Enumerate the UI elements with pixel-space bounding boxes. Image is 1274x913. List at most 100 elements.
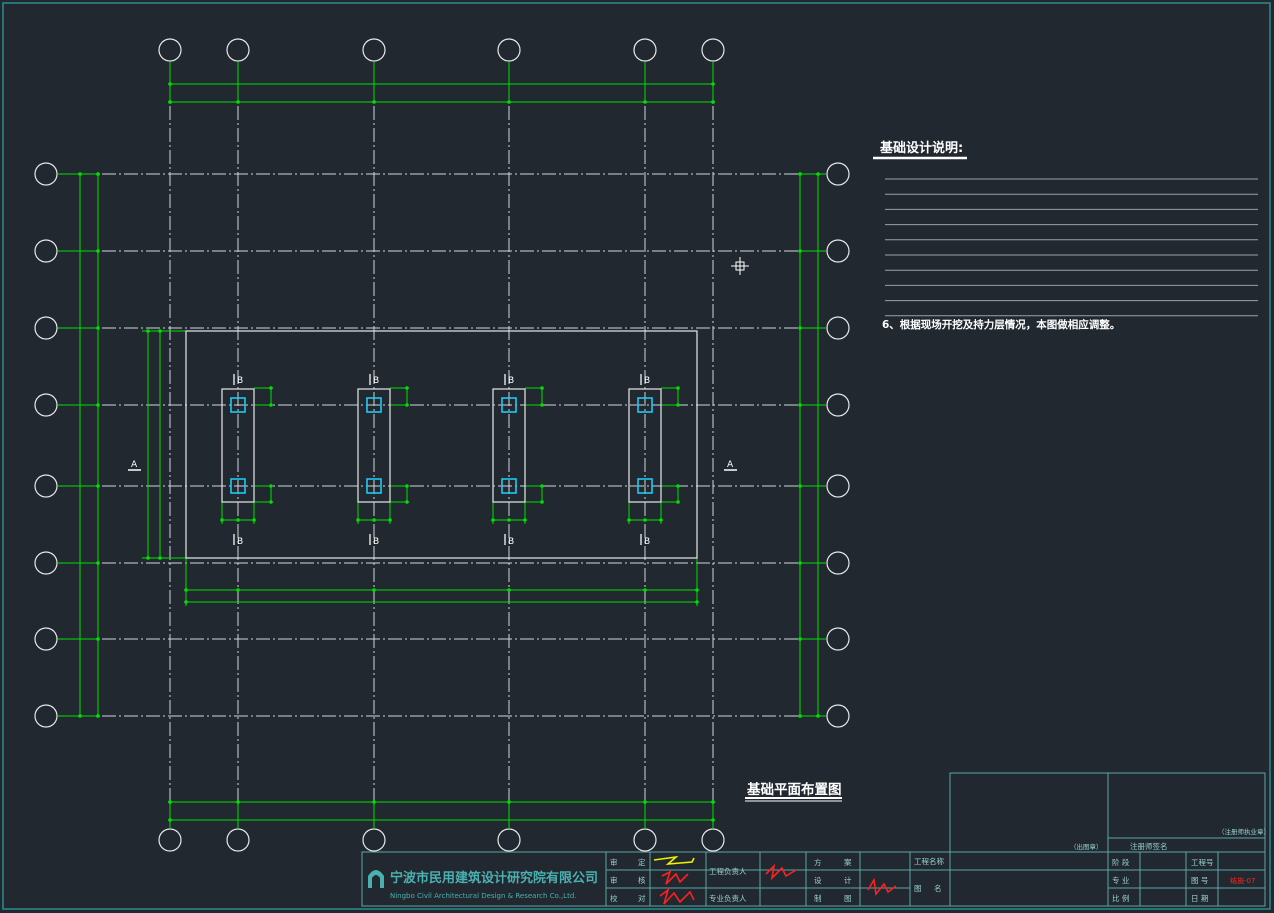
tb-approve-2: 定 bbox=[638, 857, 646, 867]
axis-bubble bbox=[826, 704, 850, 728]
column-square bbox=[637, 478, 653, 494]
tb-drawing-no: 图 号 bbox=[1191, 876, 1208, 885]
notes-title: 基础设计说明: bbox=[879, 140, 963, 156]
dimension-tick bbox=[676, 500, 680, 504]
dimension-tick bbox=[269, 484, 273, 488]
dimension-tick bbox=[540, 484, 544, 488]
strip-footing bbox=[357, 388, 391, 503]
dimension-tick bbox=[676, 484, 680, 488]
axis-bubble bbox=[226, 828, 250, 852]
company-name-cn: 宁波市民用建筑设计研究院有限公司 bbox=[390, 870, 598, 886]
crosshair-cursor-icon bbox=[731, 257, 749, 275]
section-b-label: B bbox=[644, 537, 650, 547]
axis-bubble bbox=[826, 162, 850, 186]
section-marks-a: A A bbox=[128, 460, 737, 471]
dimension-tick bbox=[540, 386, 544, 390]
dimension-tick bbox=[507, 588, 511, 592]
tb-project-name: 工程名称 bbox=[914, 856, 944, 866]
dimension-tick bbox=[372, 518, 376, 522]
axis-bubble bbox=[226, 38, 250, 62]
column-square bbox=[501, 397, 517, 413]
tb-drawing-1: 制 bbox=[814, 893, 822, 903]
axis-bubble bbox=[497, 38, 521, 62]
foundation-pit-outline bbox=[185, 330, 698, 559]
section-a-right-label: A bbox=[727, 460, 734, 470]
tb-project-no: 工程号 bbox=[1191, 858, 1214, 867]
column-square bbox=[366, 397, 382, 413]
section-a-left-label: A bbox=[131, 460, 138, 470]
title-block bbox=[361, 772, 1266, 907]
strip-footing bbox=[628, 388, 662, 503]
tb-stamp-left: （出图章） bbox=[1070, 842, 1103, 851]
tb-project-lead: 工程负责人 bbox=[709, 866, 747, 876]
axis-bubble bbox=[158, 828, 182, 852]
dimension-tick bbox=[372, 588, 376, 592]
dimension-tick bbox=[405, 500, 409, 504]
tb-phase: 阶 段 bbox=[1112, 857, 1130, 867]
axis-bubble bbox=[34, 393, 58, 417]
dimension-tick bbox=[269, 386, 273, 390]
axis-bubble bbox=[701, 38, 725, 62]
axis-bubble bbox=[826, 551, 850, 575]
dimension-tick bbox=[676, 403, 680, 407]
axis-bubble bbox=[34, 162, 58, 186]
tb-stamp-right: （注册师执业章） bbox=[1218, 827, 1270, 836]
dimension-tick bbox=[405, 403, 409, 407]
dimension-tick bbox=[405, 386, 409, 390]
tb-design-1: 设 bbox=[814, 875, 822, 885]
grid-axis-bubbles bbox=[34, 38, 850, 852]
column-square bbox=[230, 397, 246, 413]
dimension-tick bbox=[405, 484, 409, 488]
axis-bubble bbox=[497, 828, 521, 852]
dimension-tick bbox=[269, 500, 273, 504]
tb-approve-1: 审 bbox=[610, 857, 618, 867]
footing-plan bbox=[185, 330, 698, 559]
axis-bubble bbox=[158, 38, 182, 62]
dimension-tick bbox=[676, 386, 680, 390]
tb-review-2: 核 bbox=[638, 875, 646, 885]
tb-drawing-name-2: 名 bbox=[934, 883, 942, 893]
axis-bubble bbox=[362, 828, 386, 852]
tb-scheme-2: 案 bbox=[844, 857, 852, 867]
tb-discipline-lead: 专业负责人 bbox=[709, 893, 747, 903]
handwritten-signatures-icon bbox=[653, 855, 897, 905]
axis-bubble bbox=[826, 316, 850, 340]
company-logo-icon bbox=[368, 870, 384, 888]
dimension-tick bbox=[540, 500, 544, 504]
axis-bubble bbox=[826, 393, 850, 417]
note-item-6: 6、根据现场开挖及持力层情况，本图做相应调整。 bbox=[882, 318, 1120, 331]
tb-check-2: 对 bbox=[638, 893, 646, 903]
axis-bubble bbox=[826, 627, 850, 651]
column-square bbox=[637, 397, 653, 413]
axis-bubble bbox=[633, 828, 657, 852]
section-b-label: B bbox=[373, 376, 379, 386]
axis-bubble bbox=[34, 551, 58, 575]
axis-bubble bbox=[34, 474, 58, 498]
tb-check-1: 校 bbox=[610, 893, 618, 903]
section-b-label: B bbox=[237, 537, 243, 547]
dimension-tick bbox=[236, 588, 240, 592]
tb-scheme-1: 方 bbox=[814, 857, 822, 867]
section-b-label: B bbox=[508, 376, 514, 386]
drawing-title: 基础平面布置图 bbox=[747, 781, 842, 798]
dimension-tick bbox=[643, 588, 647, 592]
section-b-label: B bbox=[237, 376, 243, 386]
tb-drawing-name-1: 图 bbox=[914, 884, 922, 893]
dimension-tick bbox=[507, 518, 511, 522]
tb-design-2: 计 bbox=[844, 875, 852, 885]
axis-bubble bbox=[362, 38, 386, 62]
axis-bubble bbox=[633, 38, 657, 62]
company-name-en: Ningbo Civil Architectural Design & Rese… bbox=[390, 892, 576, 900]
strip-footing bbox=[221, 388, 255, 503]
notes-blank-lines bbox=[885, 178, 1258, 317]
dimension-tick bbox=[540, 403, 544, 407]
axis-bubble bbox=[701, 828, 725, 852]
tb-specialty: 专 业 bbox=[1112, 875, 1130, 885]
column-square bbox=[366, 478, 382, 494]
tb-drawing-2: 图 bbox=[844, 894, 852, 903]
axis-bubble bbox=[34, 239, 58, 263]
